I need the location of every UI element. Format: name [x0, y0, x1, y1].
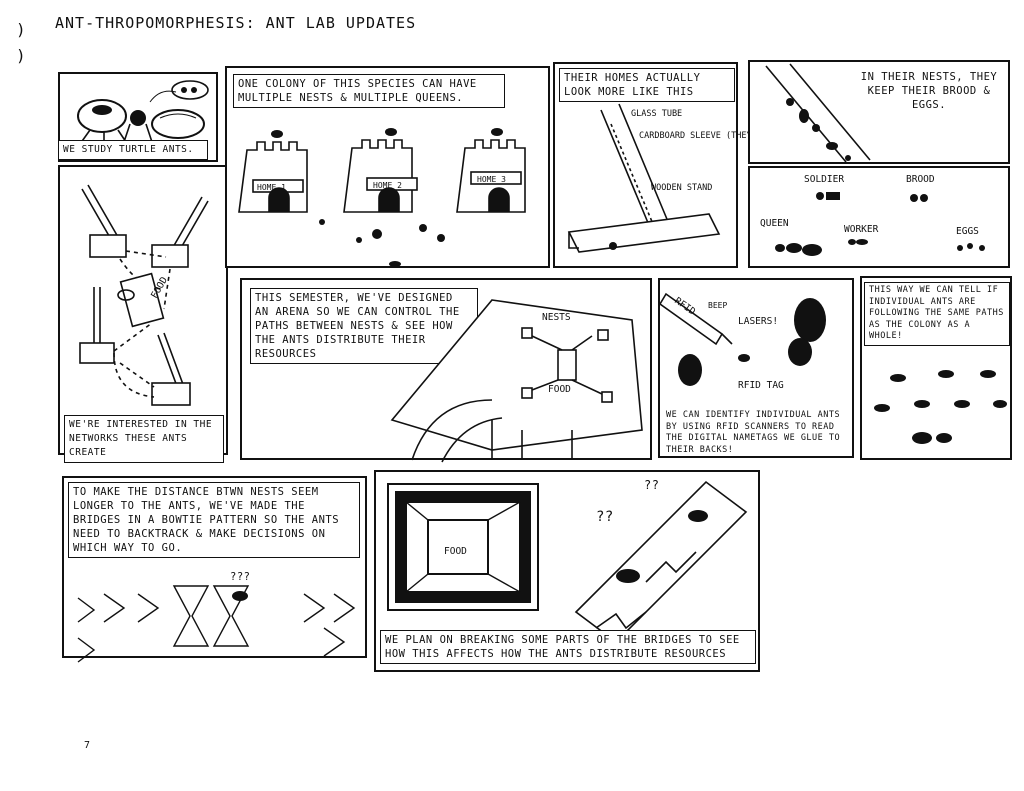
panel-bowtie: TO MAKE THE DISTANCE BTWN NESTS SEEM LON… — [62, 476, 367, 663]
panel-colony: ONE COLONY OF THIS SPECIES CAN HAVE MULT… — [225, 66, 550, 268]
ants-paths-drawing — [874, 370, 1007, 444]
glass-tube-drawing: GLASS TUBE CARDBOARD SLEEVE (THEY LIKE I… — [567, 103, 823, 253]
panel-homes-caption: THEIR HOMES ACTUALLY LOOK MORE LIKE THIS — [559, 68, 735, 102]
margin-mark-1: ) — [16, 20, 26, 39]
brood-label: BROOD — [906, 174, 935, 185]
queen-label: QUEEN — [760, 218, 789, 229]
glass-tube-label: GLASS TUBE — [631, 109, 682, 119]
ant-castes-drawing: SOLDIER BROOD QUEEN WORKER EGGS — [760, 174, 985, 256]
stand-label: WOODEN STAND — [651, 183, 712, 193]
panel-turtle-ants: WE STUDY TURTLE ANTS. — [58, 72, 218, 162]
arena-drawing: NESTS FOOD — [390, 299, 643, 463]
sleeve-label: CARDBOARD SLEEVE (THEY LIKE IT DARK) — [639, 131, 823, 141]
bowtie-thought: ??? — [230, 571, 251, 583]
panel-colony-caption: ONE COLONY OF THIS SPECIES CAN HAVE MULT… — [233, 74, 505, 108]
breaking-thought-1: ?? — [596, 509, 614, 525]
rfid-drawing: RFID BEEP LASERS! RFID TAG — [658, 292, 826, 391]
panel-bowtie-caption: TO MAKE THE DISTANCE BTWN NESTS SEEM LON… — [68, 482, 360, 558]
panel-breaking: FOOD ?? ?? WE PLAN ON BREAKING SOME PART… — [374, 470, 760, 672]
page-title: ANT-THROPOMORPHESIS: ANT LAB UPDATES — [55, 14, 417, 32]
panel-breaking-caption: WE PLAN ON BREAKING SOME PARTS OF THE BR… — [380, 630, 756, 664]
panel-paths: THIS WAY WE CAN TELL IF INDIVIDUAL ANTS … — [860, 276, 1012, 460]
panel-turtle-ants-caption: WE STUDY TURTLE ANTS. — [58, 140, 208, 160]
panel-castes: SOLDIER BROOD QUEEN WORKER EGGS — [748, 166, 1010, 268]
panel-paths-caption: THIS WAY WE CAN TELL IF INDIVIDUAL ANTS … — [864, 282, 1010, 346]
home-3-label: HOME 3 — [477, 175, 506, 184]
worker-label: WORKER — [844, 224, 879, 235]
home-1-label: HOME 1 — [257, 183, 286, 192]
nest-brood-drawing — [765, 63, 871, 163]
rfid-tag-label: RFID TAG — [738, 380, 784, 391]
nest-network-drawing: FOOD — [79, 184, 209, 406]
panel-networks: FOOD WE'RE INTERESTED IN THE NETWORKS TH… — [58, 165, 228, 463]
home-2-label: HOME 2 — [373, 181, 402, 190]
panel-rfid: RFID BEEP LASERS! RFID TAG WE CAN IDENTI… — [658, 278, 854, 458]
panel-arena: THIS SEMESTER, WE'VE DESIGNED AN ARENA S… — [240, 278, 652, 463]
soldier-label: SOLDIER — [804, 174, 844, 185]
arena-food-label: FOOD — [548, 384, 571, 395]
bowtie-bridges-drawing — [77, 585, 356, 663]
panel-rfid-caption: WE CAN IDENTIFY INDIVIDUAL ANTS BY USING… — [666, 410, 841, 455]
margin-mark-2: ) — [16, 46, 26, 65]
arena-nests-label: NESTS — [542, 312, 571, 323]
panel-brood: IN THEIR NESTS, THEY KEEP THEIR BROOD & … — [748, 60, 1010, 164]
panel-homes: THEIR HOMES ACTUALLY LOOK MORE LIKE THIS… — [553, 62, 823, 268]
beep-label: BEEP — [708, 301, 727, 310]
turtle-ant-drawing — [77, 80, 209, 146]
panel-arena-caption: THIS SEMESTER, WE'VE DESIGNED AN ARENA S… — [250, 288, 478, 364]
lasers-label: LASERS! — [738, 316, 778, 327]
breaking-thought-2: ?? — [644, 478, 660, 492]
panel-networks-caption: WE'RE INTERESTED IN THE NETWORKS THESE A… — [64, 415, 224, 463]
castles-drawing: HOME 1 HOME 2 HOME 3 — [238, 128, 526, 267]
eggs-label: EGGS — [956, 226, 979, 237]
page-mark: 7 — [84, 740, 91, 751]
breaking-food-label: FOOD — [444, 546, 467, 557]
panel-brood-caption: IN THEIR NESTS, THEY KEEP THEIR BROOD & … — [860, 71, 998, 111]
